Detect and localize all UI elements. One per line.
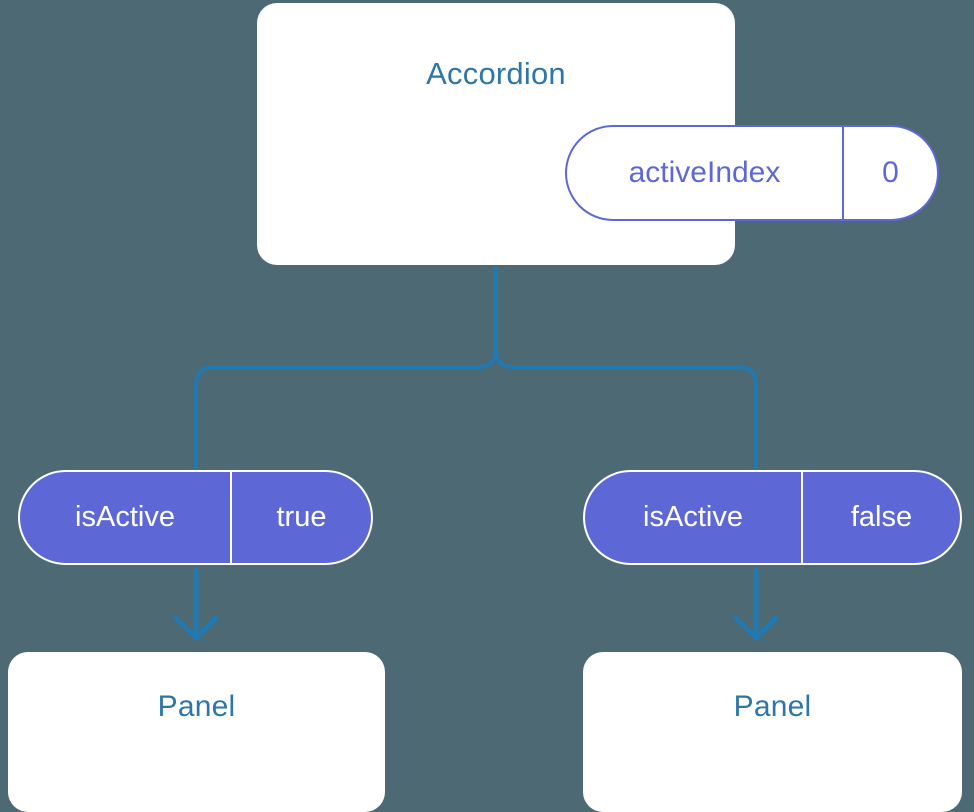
arrow-down-icon (733, 567, 779, 641)
prop-pill-value: false (850, 501, 913, 533)
component-card-panel-left[interactable]: Panel (8, 652, 385, 812)
state-pill-activeindex[interactable]: activeIndex 0 (565, 125, 939, 221)
tree-branch-connector (194, 263, 498, 472)
arrow-down-icon (173, 567, 219, 641)
component-title: Panel (733, 690, 812, 723)
state-pill-key: activeIndex (567, 127, 844, 219)
component-title: Panel (157, 690, 236, 723)
component-title: Accordion (426, 56, 566, 91)
prop-pill-isactive-left[interactable]: isActive true (18, 470, 373, 565)
component-card-panel-right[interactable]: Panel (583, 652, 962, 812)
prop-pill-key: isActive (20, 472, 232, 563)
state-pill-value: 0 (882, 156, 899, 189)
tree-branch-connector (494, 263, 758, 472)
component-card-accordion[interactable]: Accordion activeIndex 0 (257, 3, 939, 265)
prop-pill-isactive-right[interactable]: isActive false (583, 470, 962, 565)
prop-pill-key: isActive (585, 472, 803, 563)
prop-pill-value: true (276, 501, 327, 533)
diagram-canvas: Accordion activeIndex 0 isActive true is… (8, 3, 962, 812)
